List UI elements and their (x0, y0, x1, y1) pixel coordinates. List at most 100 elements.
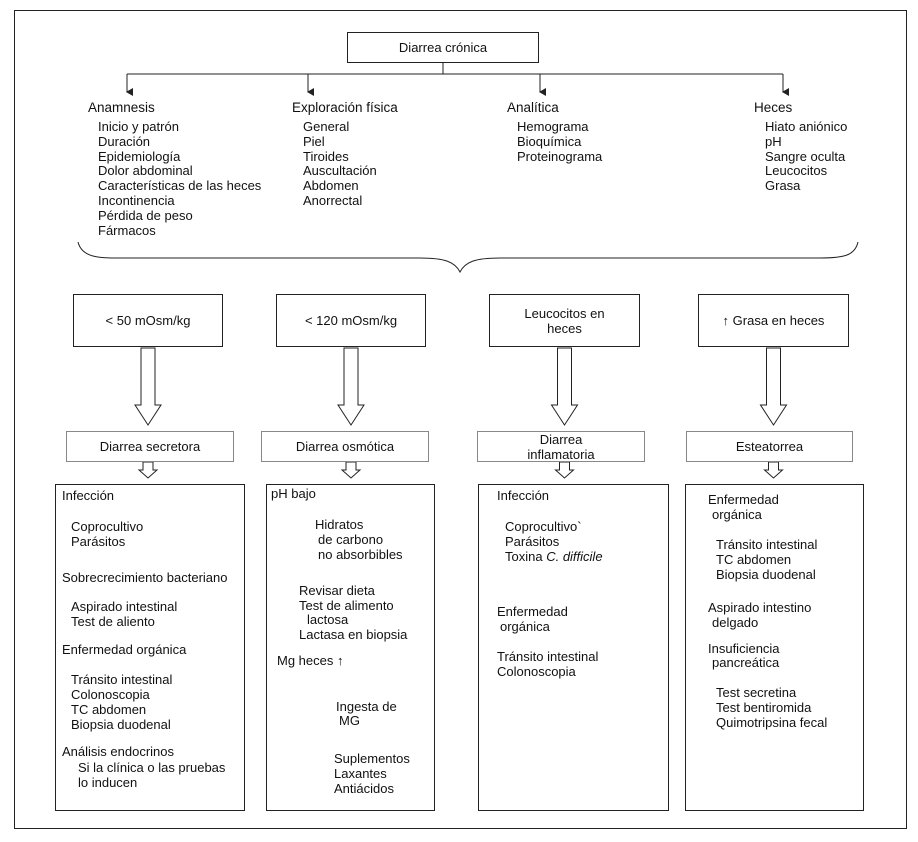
evaluation-item: Proteinograma (517, 149, 602, 164)
workup-item-text: pancreática (712, 655, 780, 670)
workup-item-text: Suplementos (334, 751, 410, 766)
criterion-box: Leucocitos en heces (489, 294, 640, 347)
evaluation-item-text: Leucocitos (765, 163, 828, 179)
workup-item: Enfermedad orgánica (62, 642, 186, 657)
workup-item: TC abdomen (71, 702, 146, 717)
evaluation-item: Grasa (765, 178, 800, 193)
evaluation-item: Piel (303, 134, 325, 149)
workup-item: Test de alimento (299, 598, 394, 613)
workup-item: Enfermedad (708, 492, 779, 507)
workup-item-text: Test secretina (716, 685, 797, 700)
workup-item: Quimotripsina fecal (716, 715, 827, 730)
workup-item: pH bajo (271, 486, 316, 501)
workup-item: Lactasa en biopsia (299, 627, 407, 642)
criterion-box-label: < 50 mOsm/kg (105, 313, 191, 328)
hollow-arrow (759, 347, 788, 426)
workup-item: Insuficiencia (708, 641, 780, 656)
workup-item: Test secretina (716, 685, 796, 700)
workup-item-text: Coprocultivo (71, 519, 144, 534)
workup-item: lo inducen (78, 775, 137, 790)
criterion-box: ↑ Grasa en heces (698, 294, 849, 347)
evaluation-item: Incontinencia (98, 193, 175, 208)
evaluation-item-text: Sangre oculta (765, 148, 846, 164)
criterion-box-label: Leucocitos en heces (524, 305, 605, 336)
workup-item-text: Aspirado intestino (708, 600, 812, 615)
workup-item-text: Biopsia duodenal (716, 567, 816, 582)
evaluation-item: Epidemiología (98, 149, 180, 164)
workup-item-text: Toxina (505, 549, 547, 564)
criterion-box-label: < 120 mOsm/kg (304, 313, 398, 328)
workup-item: Colonoscopia (497, 664, 576, 679)
evaluation-item-text: Bioquímica (517, 133, 582, 149)
evaluation-item-text: Dolor abdominal (98, 163, 193, 179)
evaluation-item-text: Abdomen (303, 178, 359, 194)
workup-item: Ingesta de (336, 699, 397, 714)
workup-item: delgado (712, 615, 758, 630)
workup-item: Enfermedad (497, 604, 568, 619)
evaluation-item-text: Duración (98, 133, 151, 149)
workup-item-text: Laxantes (334, 766, 387, 781)
workup-item: no absorbibles (318, 547, 403, 562)
workup-item-text: Test bentiromida (716, 700, 812, 715)
workup-item: Colonoscopia (71, 687, 150, 702)
workup-item-text: lo inducen (78, 775, 138, 790)
evaluation-item-text: Piel (303, 133, 325, 149)
diarrhea-type-box-label: Diarrea secretora (99, 439, 201, 454)
brace (77, 241, 859, 274)
criterion-box-label: ↑ Grasa en heces (722, 313, 825, 328)
workup-item: Coprocultivo` (505, 519, 582, 534)
evaluation-item-text: Hiato aniónico (765, 119, 848, 134)
root-box: Diarrea crónica (347, 32, 539, 63)
workup-item: Tránsito intestinal (497, 649, 598, 664)
evaluation-item-text: Proteinograma (517, 148, 603, 164)
evaluation-item: Tiroides (303, 149, 349, 164)
workup-item: pancreática (712, 655, 779, 670)
workup-item: Tránsito intestinal (716, 537, 817, 552)
workup-item: TC abdomen (716, 552, 791, 567)
evaluation-item-text: Grasa (765, 178, 801, 194)
workup-item-text: Tránsito intestinal (716, 537, 818, 552)
evaluation-heading-text: Anamnesis (88, 100, 155, 115)
evaluation-item: Inicio y patrón (98, 119, 179, 134)
evaluation-item: Hiato aniónico (765, 119, 847, 134)
evaluation-item-text: Incontinencia (98, 193, 175, 208)
workup-item-text: Biopsia duodenal (71, 717, 171, 732)
workup-item-text: Test de aliento (71, 614, 155, 629)
workup-item: Revisar dieta (299, 583, 375, 598)
workup-item: Parásitos (505, 534, 559, 549)
hollow-arrow (554, 461, 575, 479)
hollow-arrow (337, 347, 365, 426)
evaluation-heading-text: Exploración física (292, 100, 398, 115)
workup-item: Aspirado intestinal (71, 599, 177, 614)
workup-box (685, 484, 864, 811)
workup-item: Si la clínica o las pruebas (78, 760, 225, 775)
evaluation-item-text: Anorrectal (303, 193, 363, 208)
workup-item-text: orgánica (500, 619, 550, 634)
workup-item: Análisis endocrinos (62, 744, 174, 759)
workup-item: Tránsito intestinal (71, 672, 172, 687)
evaluation-item: General (303, 119, 349, 134)
workup-item: Sobrecrecimiento bacteriano (62, 570, 227, 585)
evaluation-item: Sangre oculta (765, 149, 845, 164)
diarrhea-type-box: Diarrea secretora (66, 431, 234, 462)
root-label: Diarrea crónica (398, 40, 488, 55)
workup-item: de carbono (318, 532, 383, 547)
evaluation-item-text: Epidemiología (98, 148, 181, 164)
workup-item-text: Aspirado intestinal (71, 599, 178, 614)
evaluation-item: Auscultación (303, 163, 377, 178)
hollow-arrow (137, 461, 159, 479)
evaluation-item: Leucocitos (765, 163, 827, 178)
workup-item-text: pH bajo (271, 486, 316, 501)
workup-item-text: Quimotripsina fecal (716, 715, 828, 730)
workup-box (478, 484, 669, 811)
workup-item: Toxina C. difficile (505, 549, 603, 564)
workup-item-text: Enfermedad (497, 604, 568, 619)
workup-item-text: Infección (62, 488, 115, 503)
workup-item-text: TC abdomen (716, 552, 792, 567)
evaluation-item: Anorrectal (303, 193, 362, 208)
workup-item-text: Hidratos (315, 517, 364, 532)
workup-item: Infección (497, 488, 549, 503)
evaluation-item-text: Inicio y patrón (98, 119, 179, 134)
evaluation-heading: Anamnesis (88, 100, 155, 115)
